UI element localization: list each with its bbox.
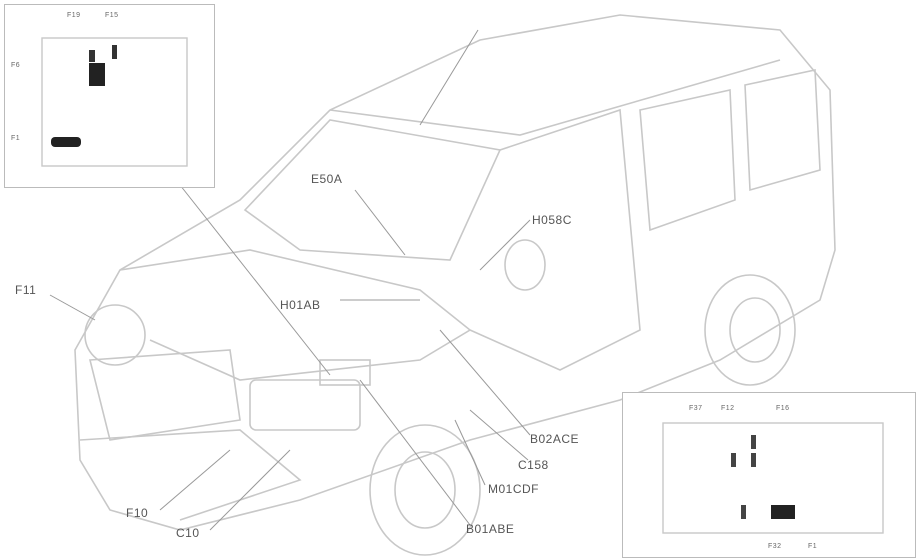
fuse-f19 [89, 50, 95, 62]
label-h058c: H058C [532, 213, 572, 227]
front-door [469, 108, 641, 371]
roof-line [329, 59, 781, 136]
label-b01abe: B01ABE [466, 522, 515, 536]
fuse-f1 [51, 137, 81, 147]
label-m01cdf: M01CDF [488, 482, 540, 496]
fuse-f1 [771, 505, 795, 519]
mirror [504, 239, 546, 291]
front-wheel-hub [394, 451, 456, 529]
label-f16: F16 [776, 405, 790, 412]
fuse-f16 [751, 435, 756, 449]
rear-wheel-hub [729, 297, 781, 363]
label-f15: F15 [105, 12, 119, 19]
label-c158: C158 [518, 458, 549, 472]
label-f6: F6 [11, 62, 21, 69]
fusebox-outline [662, 422, 884, 534]
grille [88, 349, 241, 441]
label-f10: F10 [126, 506, 149, 520]
label-h01ab: H01AB [280, 298, 321, 312]
bumper [79, 429, 302, 521]
hood [119, 249, 472, 381]
label-f12: F12 [721, 405, 735, 412]
fusebox-engine [319, 359, 371, 386]
headlight [84, 304, 146, 366]
label-c10: C10 [176, 526, 200, 540]
side-window [639, 89, 736, 232]
fuse-f12 [731, 453, 736, 467]
label-f19: F19 [67, 12, 81, 19]
fuse-f32 [741, 505, 746, 519]
label-f1b: F1 [808, 543, 818, 550]
fuse-f15 [112, 45, 117, 59]
fusebox-outline [41, 37, 188, 167]
label-b02ace: B02ACE [530, 432, 580, 446]
engine-fusebox-inset: F19 F15 F6 F1 [4, 4, 215, 188]
fuse-f37 [751, 453, 756, 467]
windshield [243, 119, 502, 261]
label-f37: F37 [689, 405, 703, 412]
label-f1: F1 [11, 135, 21, 142]
fuse-f6 [89, 63, 105, 86]
label-f11: F11 [15, 283, 37, 297]
battery [249, 379, 361, 431]
front-wheel [369, 424, 481, 556]
rear-wheel [704, 274, 796, 386]
van-body-outline [74, 14, 836, 531]
rear-window [744, 69, 821, 192]
label-f32: F32 [768, 543, 782, 550]
label-e50a: E50A [311, 172, 343, 186]
dash-fusebox-inset: F37 F12 F16 F32 F1 [622, 392, 916, 558]
